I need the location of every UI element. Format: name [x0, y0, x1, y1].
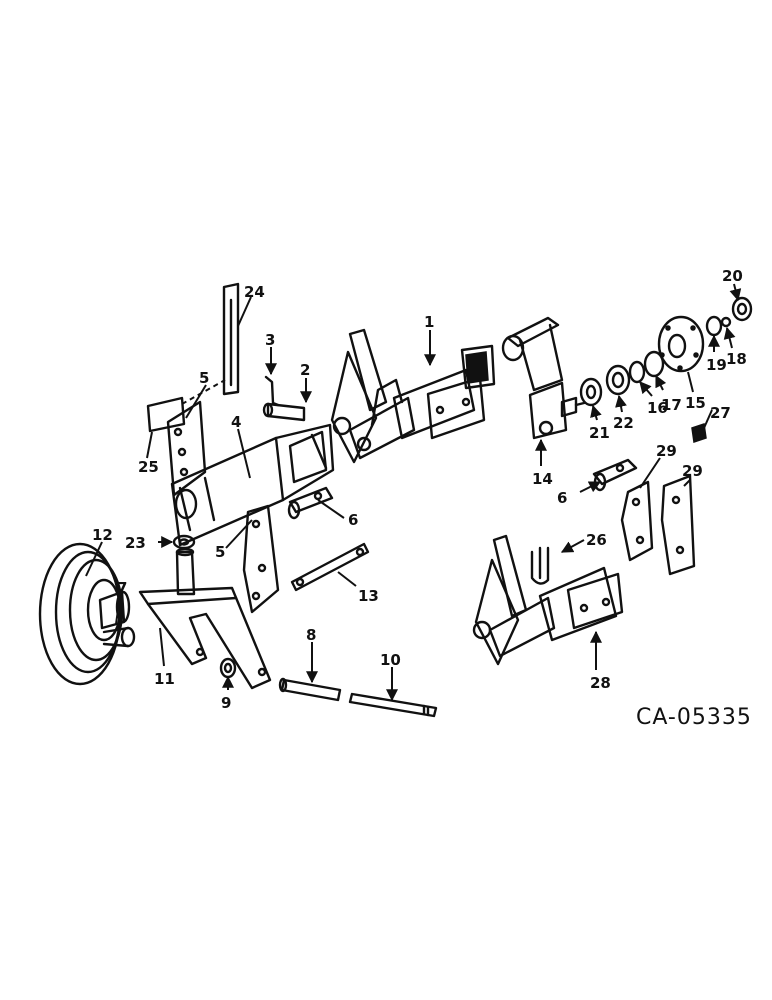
plate-part-29a	[620, 480, 654, 562]
callout-23: 23	[125, 534, 146, 552]
standard-part-14	[501, 316, 586, 440]
callout-6a: 6	[348, 511, 358, 529]
gauge-wheel-part-12	[38, 542, 124, 686]
cup-part-17	[643, 350, 665, 378]
callout-26: 26	[586, 531, 607, 549]
bracket-part-5-lower	[242, 504, 280, 614]
callout-11: 11	[154, 670, 175, 688]
callout-5a: 5	[199, 369, 209, 387]
callout-6b: 6	[557, 489, 567, 507]
nut-part-9	[219, 657, 237, 679]
callout-8: 8	[306, 626, 316, 644]
callout-25: 25	[138, 458, 159, 476]
rod-part-10	[348, 692, 438, 718]
callout-7: 7	[117, 579, 127, 597]
callout-18: 18	[726, 350, 747, 368]
callout-15: 15	[685, 394, 706, 412]
callout-24: 24	[244, 283, 265, 301]
callout-12: 12	[92, 526, 113, 544]
callout-leaders	[85, 283, 742, 702]
callout-29b: 29	[682, 462, 703, 480]
seal-part-22	[605, 364, 631, 396]
bracket-part-6-left	[287, 486, 334, 520]
callout-9: 9	[221, 694, 231, 712]
cap-part-20	[731, 296, 753, 322]
link-part-13	[290, 542, 370, 592]
bearing-part-16	[628, 360, 646, 384]
callout-4: 4	[231, 413, 241, 431]
callout-19: 19	[706, 356, 727, 374]
figure-code: CA-05335	[636, 705, 752, 730]
callout-20: 20	[722, 267, 743, 285]
callout-3: 3	[265, 331, 275, 349]
callout-10: 10	[380, 651, 401, 669]
strap-part-24	[222, 282, 240, 396]
frame-bar-part-4	[166, 400, 335, 547]
pin-part-2	[262, 402, 306, 422]
frame-part-1	[330, 328, 496, 464]
callout-14: 14	[532, 470, 553, 488]
l-pin-part-3	[264, 375, 280, 407]
hub-part-15	[657, 315, 705, 373]
clip-part-27	[691, 423, 707, 443]
nut-part-18	[720, 316, 732, 328]
callout-13: 13	[358, 587, 379, 605]
hub-part-7	[98, 590, 136, 648]
pin-part-8	[278, 677, 342, 702]
washer-part-21	[579, 377, 603, 407]
callout-16: 16	[647, 399, 668, 417]
frame-part-28	[472, 534, 624, 666]
callout-1: 1	[424, 313, 434, 331]
callout-28: 28	[590, 674, 611, 692]
plate-part-29b	[660, 474, 696, 576]
bracket-part-6-right	[592, 458, 638, 492]
cone-part-19	[705, 315, 723, 337]
callout-2: 2	[300, 361, 310, 379]
callout-21: 21	[589, 424, 610, 442]
callout-29a: 29	[656, 442, 677, 460]
callout-27: 27	[710, 404, 731, 422]
callout-5b: 5	[215, 543, 225, 561]
wheel-arm-part-11	[138, 547, 272, 690]
callout-22: 22	[613, 414, 634, 432]
callout-labels: 1 2 3 4 5 5 6 6 7 8 9 10 11 12 13 14 15 …	[92, 267, 747, 712]
u-bolt-part-26	[530, 546, 550, 585]
plate-part-25	[146, 379, 226, 433]
callout-17: 17	[661, 396, 682, 414]
